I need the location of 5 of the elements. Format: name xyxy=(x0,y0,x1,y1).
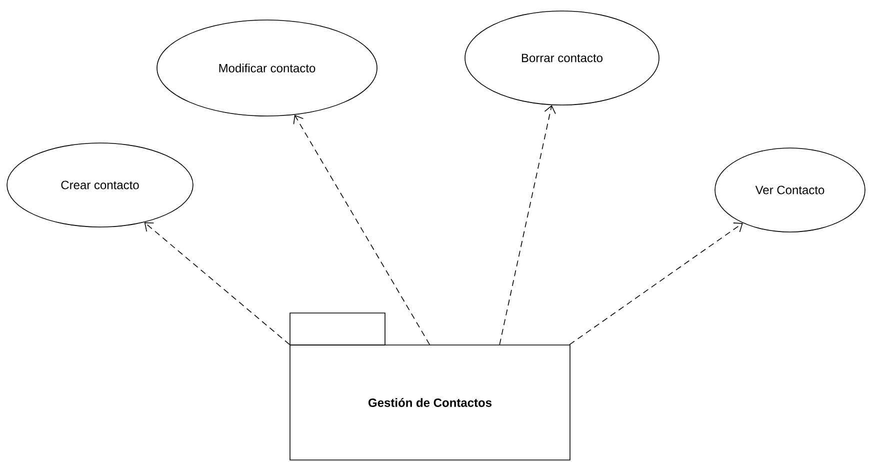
package-box: Gestión de Contactos xyxy=(290,312,570,460)
dependency-arrow xyxy=(293,114,430,345)
dependency-arrow xyxy=(569,222,743,345)
dependency-arrow xyxy=(144,222,290,345)
dependency-arrow xyxy=(499,105,556,345)
